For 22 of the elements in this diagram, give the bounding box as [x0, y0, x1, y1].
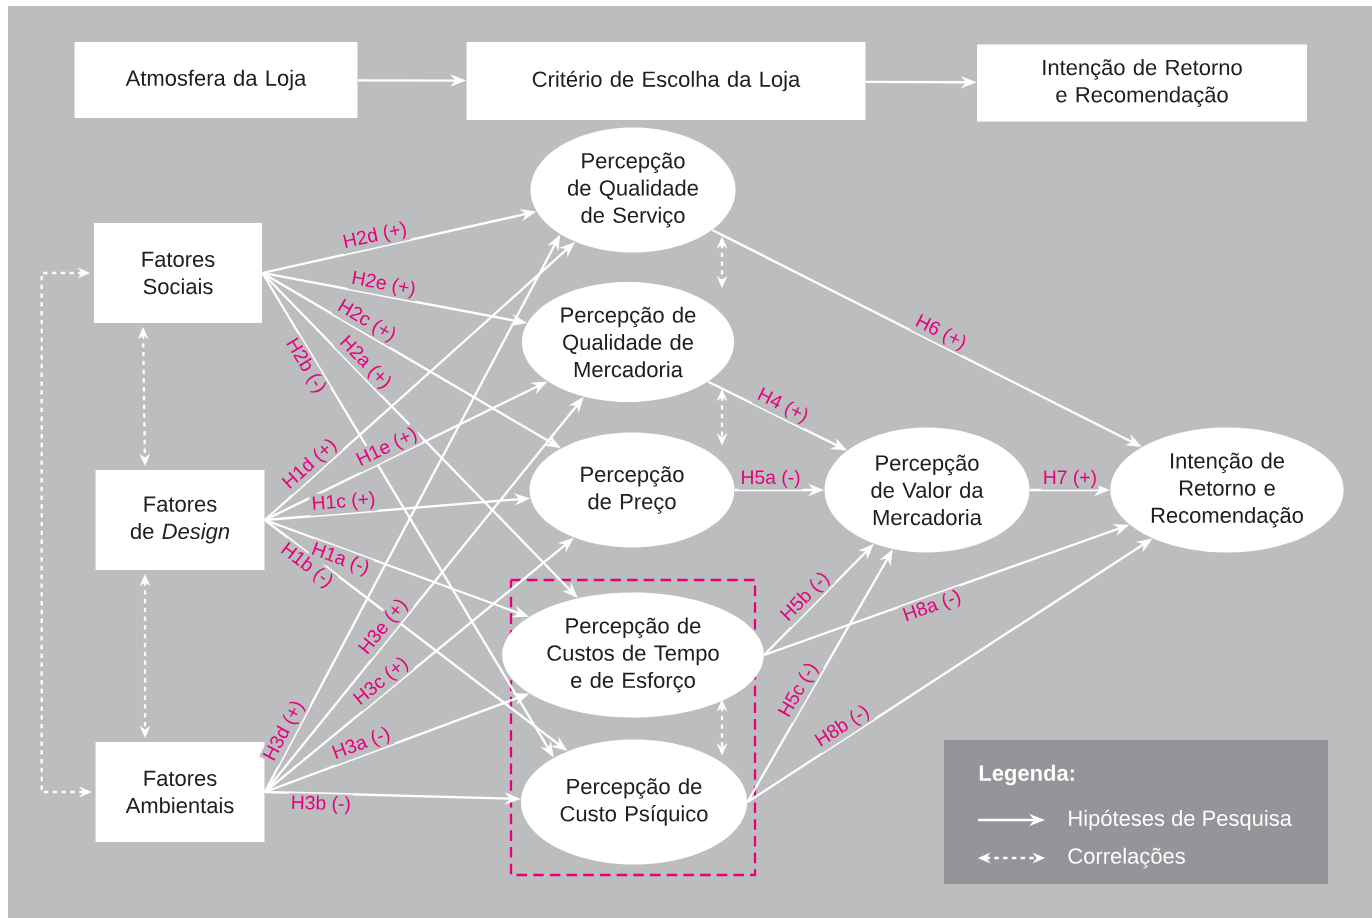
edge-label: H8a (-) [898, 586, 966, 628]
edge-label: H3a (-) [327, 723, 396, 766]
edge-label: H6 (+) [910, 310, 972, 356]
concept-box: Atmosfera da Loja [74, 42, 358, 118]
concept-box: Fatores de Design [95, 470, 265, 570]
legend-title: Legenda: [979, 764, 1074, 786]
concept-box: Fatores Sociais [94, 223, 262, 323]
legend-text: Correlações [1068, 847, 1185, 869]
concept-box: Intenção de Retorno e Recomendação [977, 44, 1307, 122]
edge-label: H4 (+) [751, 383, 814, 429]
edge-label: H7 (+) [1041, 468, 1099, 490]
edge-label: H2d (+) [339, 218, 411, 255]
edge-label: H2e (+) [347, 267, 420, 302]
concept-box: Critério de Escolha da Loja [466, 42, 866, 120]
edge-label: H5b (-) [775, 566, 836, 628]
edge-label: H8b (-) [810, 700, 876, 754]
edge-label: H1c (+) [309, 488, 379, 516]
edge-label: H1e (+) [351, 422, 423, 473]
edge-label: H3d (+) [259, 695, 311, 767]
legend-text: Hipóteses de Pesquisa [1069, 809, 1292, 831]
edge-label: H5c (-) [774, 657, 824, 723]
edge-label: H5a (-) [738, 468, 803, 490]
